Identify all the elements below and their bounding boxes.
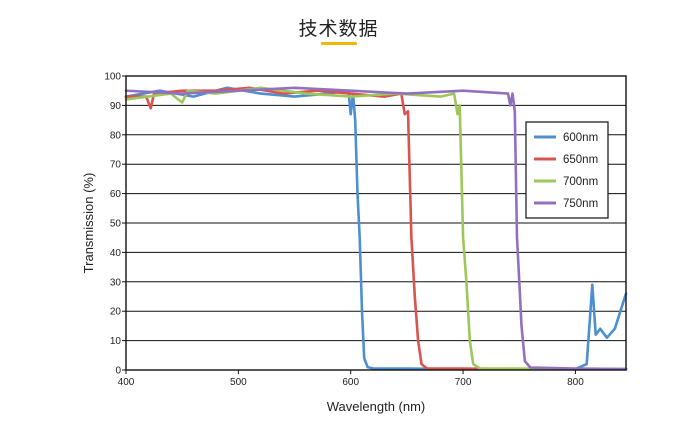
x-tick-label: 600: [342, 377, 359, 388]
legend-label: 750nm: [563, 198, 598, 210]
series-line-600nm: [124, 86, 628, 371]
y-tick-label: 70: [110, 160, 122, 171]
y-tick-label: 100: [104, 72, 121, 83]
y-tick-label: 10: [110, 336, 122, 347]
y-tick-label: 0: [115, 366, 121, 377]
y-tick-label: 90: [110, 101, 122, 112]
legend-label: 650nm: [563, 154, 598, 166]
page-title: 技术数据: [298, 19, 379, 40]
title-underline: [321, 42, 357, 45]
legend-label: 600nm: [563, 132, 598, 144]
x-axis-label: Wavelength (nm): [327, 399, 426, 414]
grid: [126, 75, 626, 371]
y-tick-label: 80: [110, 130, 122, 141]
x-tick-label: 700: [455, 377, 472, 388]
legend-label: 700nm: [563, 176, 598, 188]
y-tick-label: 30: [110, 277, 122, 288]
x-tick-label: 500: [230, 377, 247, 388]
x-tick-label: 400: [118, 377, 135, 388]
series-line-750nm: [124, 86, 628, 371]
x-tick-label: 800: [567, 377, 584, 388]
y-axis-label: Transmission (%): [81, 173, 96, 274]
y-tick-label: 50: [110, 219, 122, 230]
y-tick-label: 40: [110, 248, 122, 259]
y-tick-label: 20: [110, 307, 122, 318]
legend: 600nm 650nm 700nm 750nm: [525, 121, 609, 219]
ticks: 0 10 20 30 40 50 60 70 80 90 100 400 500 600 700 800: [104, 72, 584, 389]
series-lines: [124, 86, 628, 371]
y-tick-label: 60: [110, 189, 122, 200]
